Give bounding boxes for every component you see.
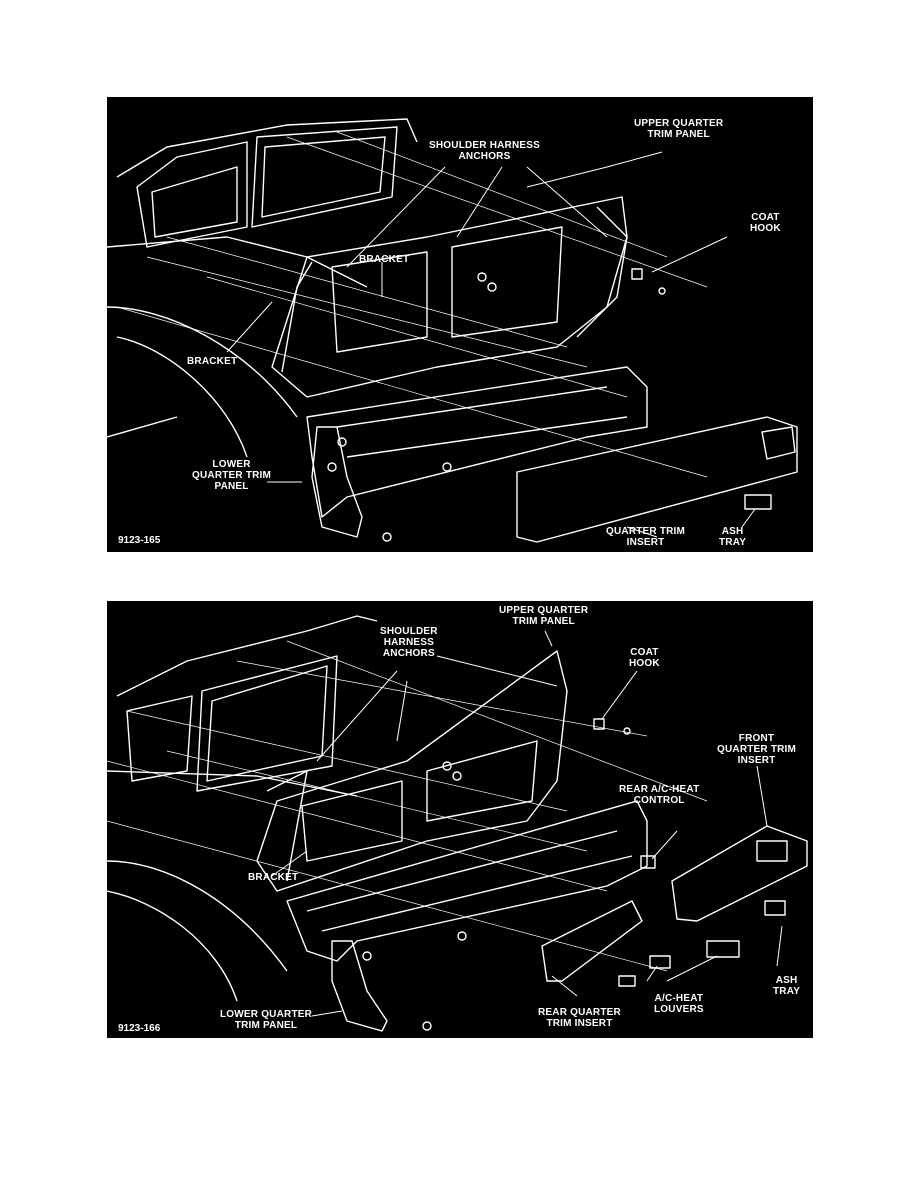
figure-number: 9123-166 bbox=[118, 1023, 161, 1034]
label-ash-tray: ASH TRAY bbox=[719, 526, 747, 548]
label-lower-quarter-trim-panel: LOWER QUARTER TRIM PANEL bbox=[220, 1009, 313, 1031]
figure-1-drawing bbox=[107, 118, 798, 543]
label-coat-hook: COAT HOOK bbox=[750, 212, 781, 234]
label-lower-quarter-trim-panel: LOWER QUARTER TRIM PANEL bbox=[192, 459, 272, 492]
figure-number: 9123-165 bbox=[118, 535, 161, 546]
figure-2-exploded-view: UPPER QUARTER TRIM PANEL SHOULDER HARNES… bbox=[107, 601, 813, 1038]
label-ac-heat-louvers: A/C-HEAT LOUVERS bbox=[654, 993, 704, 1015]
label-upper-quarter-trim-panel: UPPER QUARTER TRIM PANEL bbox=[499, 605, 589, 627]
label-bracket-upper: BRACKET bbox=[359, 254, 410, 265]
label-bracket-left: BRACKET bbox=[187, 356, 238, 367]
figure-2-drawing bbox=[107, 615, 808, 1032]
label-upper-quarter-trim-panel: UPPER QUARTER TRIM PANEL bbox=[634, 118, 724, 140]
label-quarter-trim-insert: QUARTER TRIM INSERT bbox=[606, 526, 686, 548]
label-shoulder-harness-anchors: SHOULDER HARNESS ANCHORS bbox=[429, 140, 540, 162]
label-coat-hook: COAT HOOK bbox=[629, 647, 660, 669]
figure-1-exploded-view: UPPER QUARTER TRIM PANEL SHOULDER HARNES… bbox=[107, 97, 813, 552]
label-shoulder-harness-anchors: SHOULDER HARNESS ANCHORS bbox=[380, 626, 438, 659]
label-front-quarter-trim-insert: FRONT QUARTER TRIM INSERT bbox=[717, 733, 797, 766]
label-rear-quarter-trim-insert: REAR QUARTER TRIM INSERT bbox=[538, 1007, 621, 1029]
label-bracket: BRACKET bbox=[248, 872, 299, 883]
label-rear-ac-heat-control: REAR A/C-HEAT CONTROL bbox=[619, 784, 700, 806]
label-ash-tray: ASH TRAY bbox=[773, 975, 801, 997]
